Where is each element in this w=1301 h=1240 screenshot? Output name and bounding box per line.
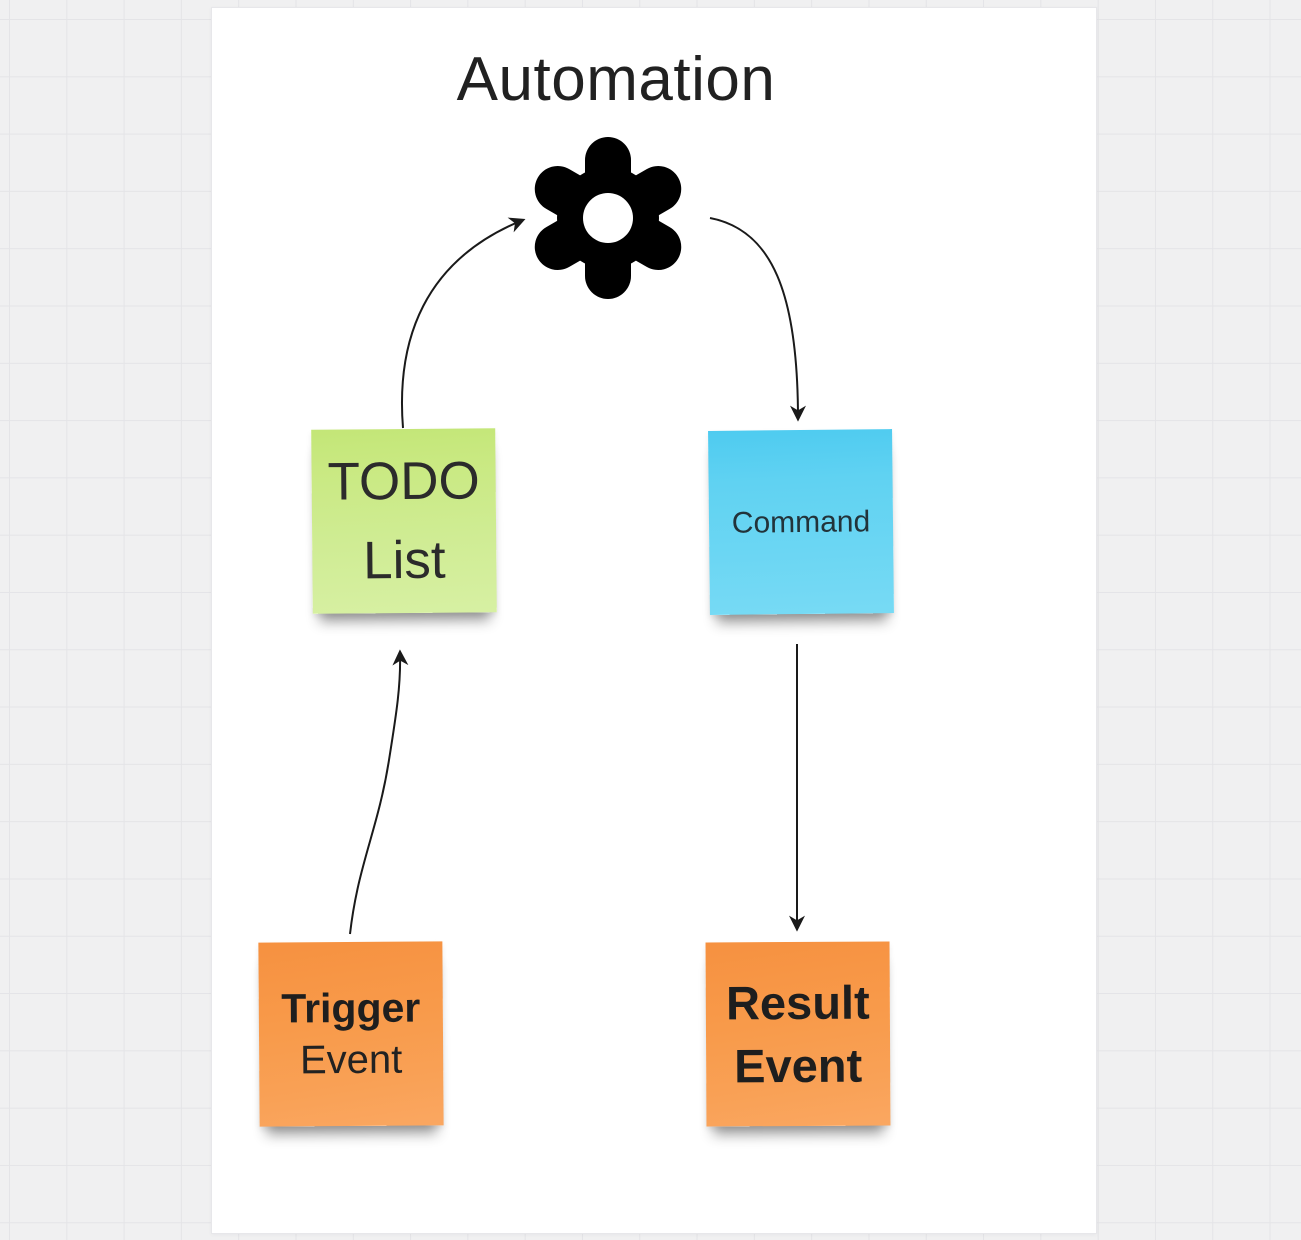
note-text-line: Command (731, 504, 871, 540)
sticky-note-trigger-event[interactable]: Trigger Event (258, 941, 444, 1127)
note-text-line: Result (725, 975, 870, 1029)
sticky-note-todo-list[interactable]: TODO List (311, 428, 497, 614)
gear-icon (534, 137, 682, 299)
note-text-line: TODO (327, 450, 480, 512)
arrow-todo-to-gear (401, 217, 526, 429)
note-text-line: List (362, 530, 446, 591)
sticky-note-result-event[interactable]: Result Event (705, 941, 891, 1127)
board-frame: Automation TOD (211, 7, 1097, 1234)
arrow-trigger-to-todo (349, 649, 409, 935)
note-text-line: Trigger (281, 984, 421, 1032)
arrow-gear-to-command (709, 217, 806, 422)
note-text-line: Event (734, 1038, 863, 1093)
sticky-note-command[interactable]: Command (708, 429, 894, 615)
note-text-line: Event (299, 1037, 403, 1082)
page-title: Automation (456, 45, 776, 114)
